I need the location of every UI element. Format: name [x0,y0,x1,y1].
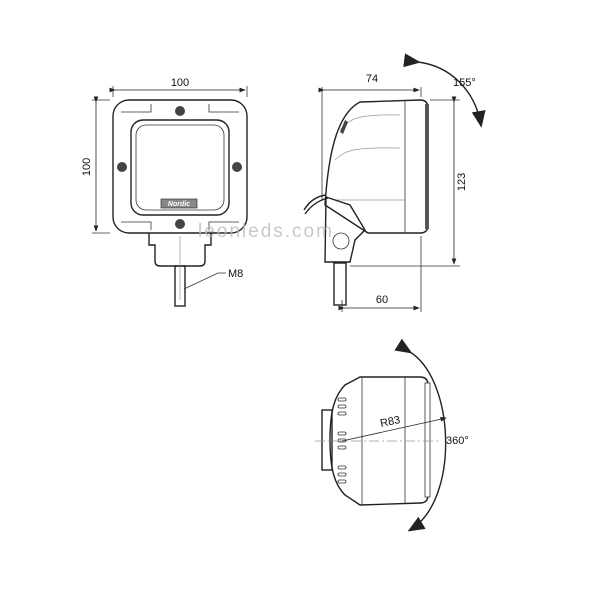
side-view: 74 123 60 155° [303,53,486,312]
front-view: Nordic 100 100 M8 [81,77,248,307]
side-bracket [324,196,366,263]
bolt-icon [117,106,242,229]
radius-label: R83 [379,414,401,430]
watermark: leonleds.com [198,221,334,242]
thread-label: M8 [228,268,243,280]
vent-slots [337,397,347,484]
side-stud [333,262,347,306]
radius-line [341,416,447,442]
mount-depth-label: 60 [376,294,388,306]
housing-corners [121,104,239,230]
width-label: 100 [171,77,189,89]
side-housing [324,99,429,234]
cable [304,197,329,215]
brand-plate [160,198,198,209]
depth-label: 74 [366,73,378,85]
height-label: 100 [81,158,93,176]
rotation-arc-arrow-icon [394,338,447,532]
brand-plate-text: Nordic [168,201,190,208]
top-mount [321,409,333,471]
bezel [130,119,230,216]
tilt-arc-arrow-icon [403,53,486,128]
top-view: R83 360° [315,338,469,532]
rotation-label: 360° [446,435,469,447]
lens [135,124,225,211]
tilt-angle-label: 155° [453,77,476,89]
side-height-label: 123 [456,173,468,191]
housing-outline [112,99,248,234]
